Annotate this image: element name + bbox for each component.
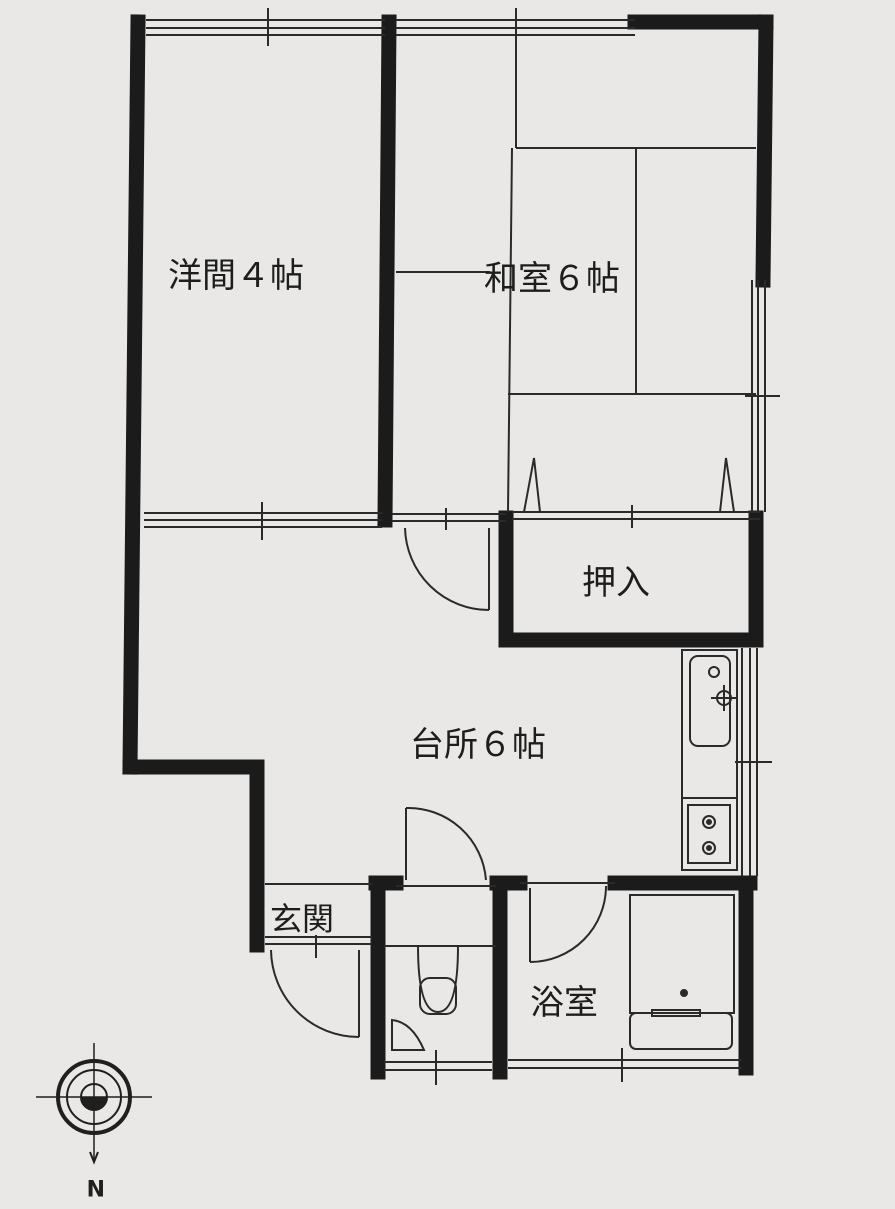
- gas-stove: [681, 797, 738, 871]
- tatami-mats: [396, 36, 756, 513]
- compass-north-marker: N: [87, 1174, 105, 1199]
- room-label-kitchen: 台所６帖: [410, 725, 546, 765]
- closet-door-marks: [523, 457, 735, 513]
- toilet-fixture: [384, 945, 496, 1051]
- kitchen-sink: [681, 649, 738, 799]
- room-label-bathroom: 浴室: [530, 983, 598, 1023]
- windows: [144, 8, 780, 1085]
- room-label-entrance: 玄関: [270, 900, 334, 938]
- room-label-western: 洋間４帖: [168, 256, 304, 296]
- bathtub: [629, 894, 735, 1050]
- room-label-japanese: 和室６帖: [484, 259, 620, 299]
- doors: [270, 527, 607, 1038]
- room-label-closet: 押入: [582, 563, 650, 603]
- walls: [122, 14, 774, 1080]
- compass-icon: [36, 1043, 152, 1165]
